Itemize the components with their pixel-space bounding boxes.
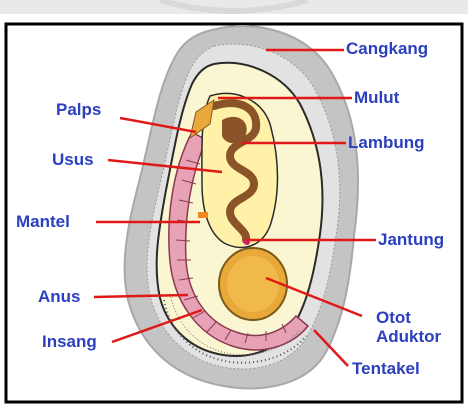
label-jantung: Jantung <box>378 230 444 249</box>
adductor-muscle-inner <box>227 256 279 312</box>
label-aduktor: Aduktor <box>376 327 441 346</box>
label-otot: Otot <box>376 308 411 327</box>
label-anus: Anus <box>38 287 81 306</box>
label-tentakel: Tentakel <box>352 359 420 378</box>
mantle-marker <box>198 212 208 218</box>
label-palps: Palps <box>56 100 101 119</box>
label-cangkang: Cangkang <box>346 39 428 58</box>
label-mantel: Mantel <box>16 212 70 231</box>
label-insang: Insang <box>42 332 97 351</box>
label-mulut: Mulut <box>354 88 399 107</box>
label-usus: Usus <box>52 150 94 169</box>
label-lambung: Lambung <box>348 133 425 152</box>
